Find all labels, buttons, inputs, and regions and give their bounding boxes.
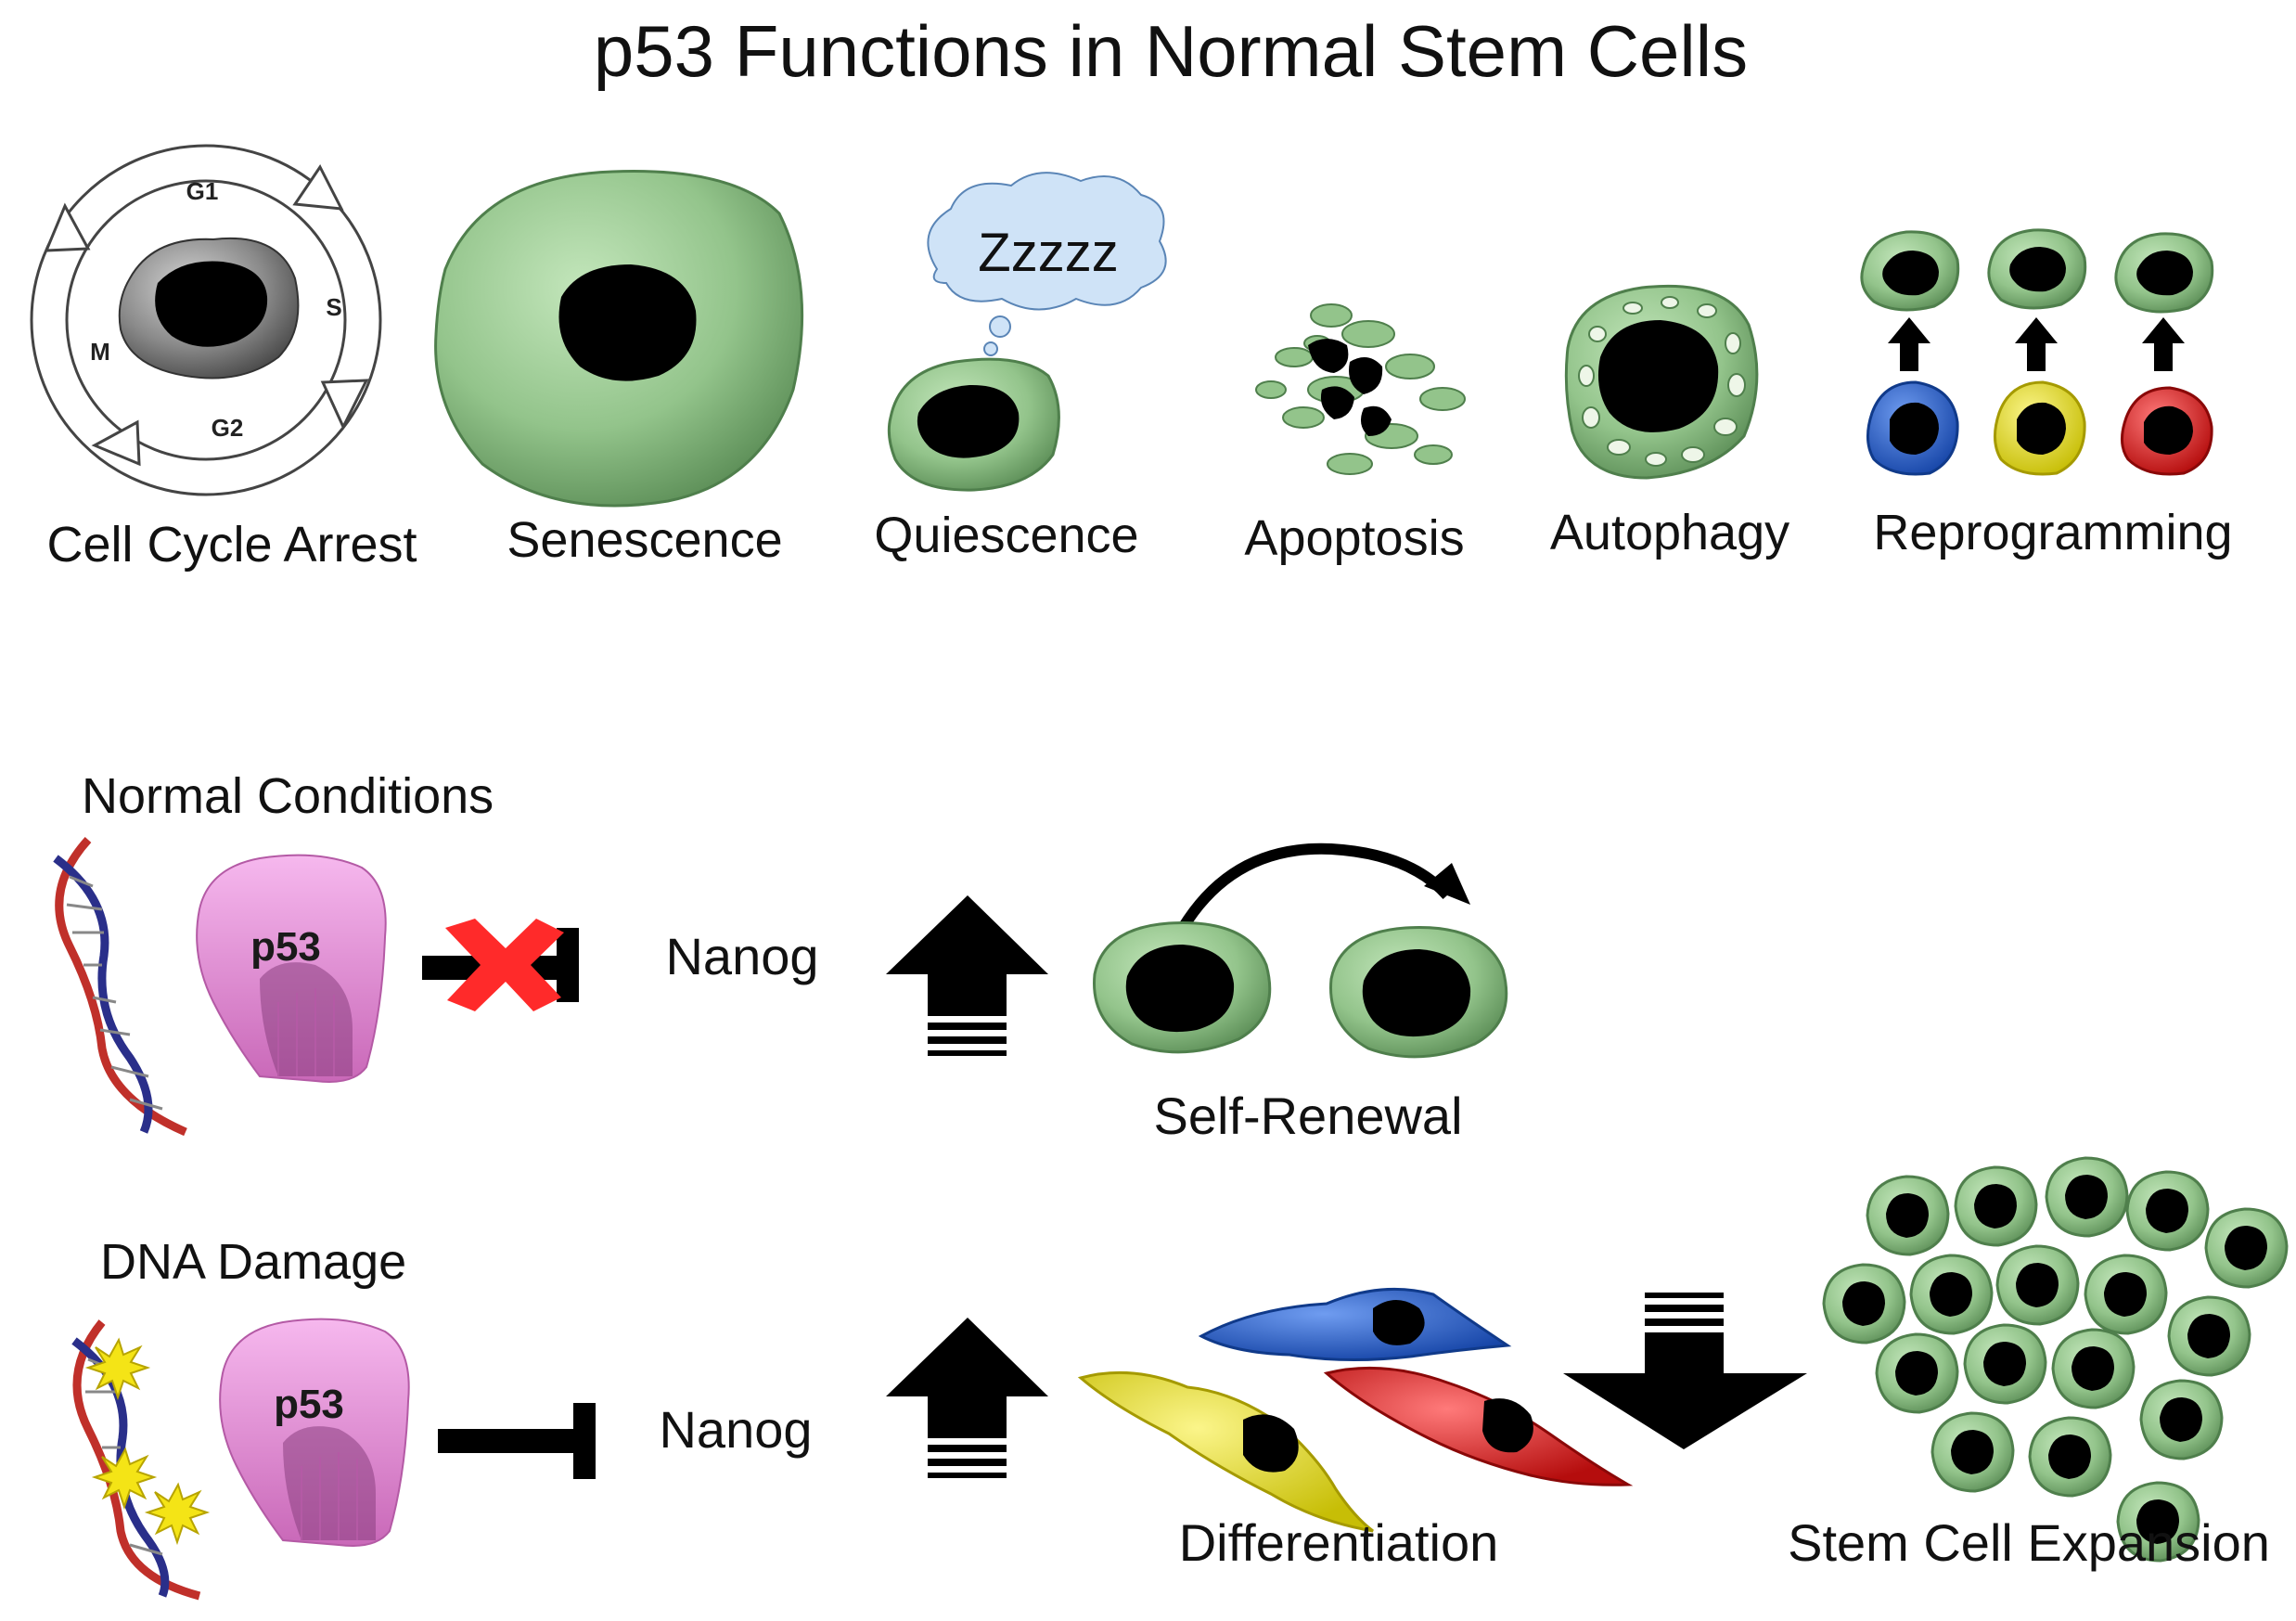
p53-protein-icon: p53: [196, 854, 387, 1083]
self-renewal-cell-left: [1093, 921, 1272, 1054]
colony-stem-cell-nucleus: [1983, 1342, 2026, 1386]
colony-stem-cell-nucleus: [2160, 1397, 2202, 1442]
nanog-label-damage: Nanog: [659, 1400, 812, 1459]
phase-s-label: S: [326, 293, 341, 321]
grey-cell-nucleus: [155, 261, 268, 347]
label-autophagy: Autophagy: [1550, 505, 1789, 560]
label-apoptosis: Apoptosis: [1244, 510, 1464, 566]
quiescence-thought-cloud: Zzzzz: [927, 172, 1167, 356]
differentiated-cell-blue: [1198, 1287, 1512, 1362]
colony-stem-cell-nucleus: [2136, 1499, 2179, 1544]
label-quiescence: Quiescence: [874, 508, 1138, 563]
apoptotic-nucleus-fragments: [1308, 339, 1392, 436]
self-renewal-cell-right: [1329, 926, 1508, 1059]
colony-stem-cell-nucleus: [2187, 1314, 2230, 1358]
label-differentiation: Differentiation: [1179, 1513, 1499, 1572]
colony-stem-cell-nucleus: [1974, 1184, 2017, 1229]
label-cell-cycle-arrest: Cell Cycle Arrest: [46, 517, 417, 572]
colony-stem-cell-nucleus: [1930, 1272, 1972, 1317]
colony-stem-cell-nucleus: [1951, 1430, 1994, 1474]
differentiated-cells: [1077, 1287, 1634, 1533]
colony-stem-cell-nucleus: [1895, 1351, 1938, 1396]
p53-protein-icon-damage: p53: [219, 1318, 410, 1547]
up-arrow-damage: [886, 1318, 1048, 1478]
cell-cycle-wheel: G1 S G2 M: [30, 144, 382, 496]
colony-stem-cell-nucleus: [1842, 1281, 1885, 1326]
stem-cell-colony: [1822, 1156, 2289, 1563]
self-renewal-cycle-arrow: [1177, 843, 1470, 932]
senescent-cell: [434, 170, 804, 508]
label-senescence: Senescence: [507, 512, 782, 568]
reprogramming-illustration: [1860, 228, 2214, 476]
inhibition-bar-icon: [438, 1403, 596, 1479]
phase-m-label: M: [90, 338, 110, 366]
phase-g1-label: G1: [186, 177, 219, 205]
sleep-text: Zzzzz: [978, 223, 1118, 283]
apoptotic-fragments: [1255, 303, 1466, 475]
p53-label-normal: p53: [250, 924, 321, 970]
quiescent-cell: [887, 357, 1060, 492]
page-title: p53 Functions in Normal Stem Cells: [594, 10, 1748, 92]
blocked-inhibition-icon: [422, 919, 579, 1011]
label-self-renewal: Self-Renewal: [1153, 1087, 1462, 1145]
reprogrammed-green-cells: [1860, 228, 2214, 314]
differentiated-source-cells: [1866, 380, 2213, 476]
colony-stem-cell-nucleus: [2146, 1189, 2188, 1233]
dna-helix-icon: [53, 836, 187, 1137]
nanog-label-normal: Nanog: [665, 927, 818, 985]
p53-label-damage: p53: [274, 1382, 344, 1427]
label-reprogramming: Reprogramming: [1873, 505, 2232, 560]
dna-damage-heading: DNA Damage: [100, 1234, 406, 1290]
colony-stem-cell-nucleus: [2225, 1226, 2267, 1270]
differentiated-cell-yellow: [1077, 1370, 1374, 1533]
colony-stem-cell-nucleus: [1886, 1193, 1929, 1238]
autophagic-cell: [1564, 284, 1759, 480]
differentiated-cell-red: [1323, 1366, 1634, 1486]
colony-stem-cell-nucleus: [2072, 1346, 2114, 1391]
colony-stem-cell-nucleus: [2065, 1175, 2108, 1219]
colony-stem-cell-nucleus: [2048, 1434, 2091, 1479]
label-stem-cell-expansion: Stem Cell Expansion: [1788, 1513, 2270, 1572]
colony-stem-cell-nucleus: [2016, 1263, 2059, 1307]
down-arrow-damage: [1563, 1293, 1807, 1449]
damage-burst-icons: [84, 1337, 211, 1546]
reprogramming-arrows: [1888, 317, 2185, 371]
normal-conditions-heading: Normal Conditions: [82, 768, 494, 824]
phase-g2-label: G2: [212, 414, 244, 442]
damaged-dna-helix-icon: [71, 1319, 211, 1601]
colony-stem-cell-nucleus: [2104, 1272, 2147, 1317]
up-arrow-normal: [886, 895, 1048, 1056]
